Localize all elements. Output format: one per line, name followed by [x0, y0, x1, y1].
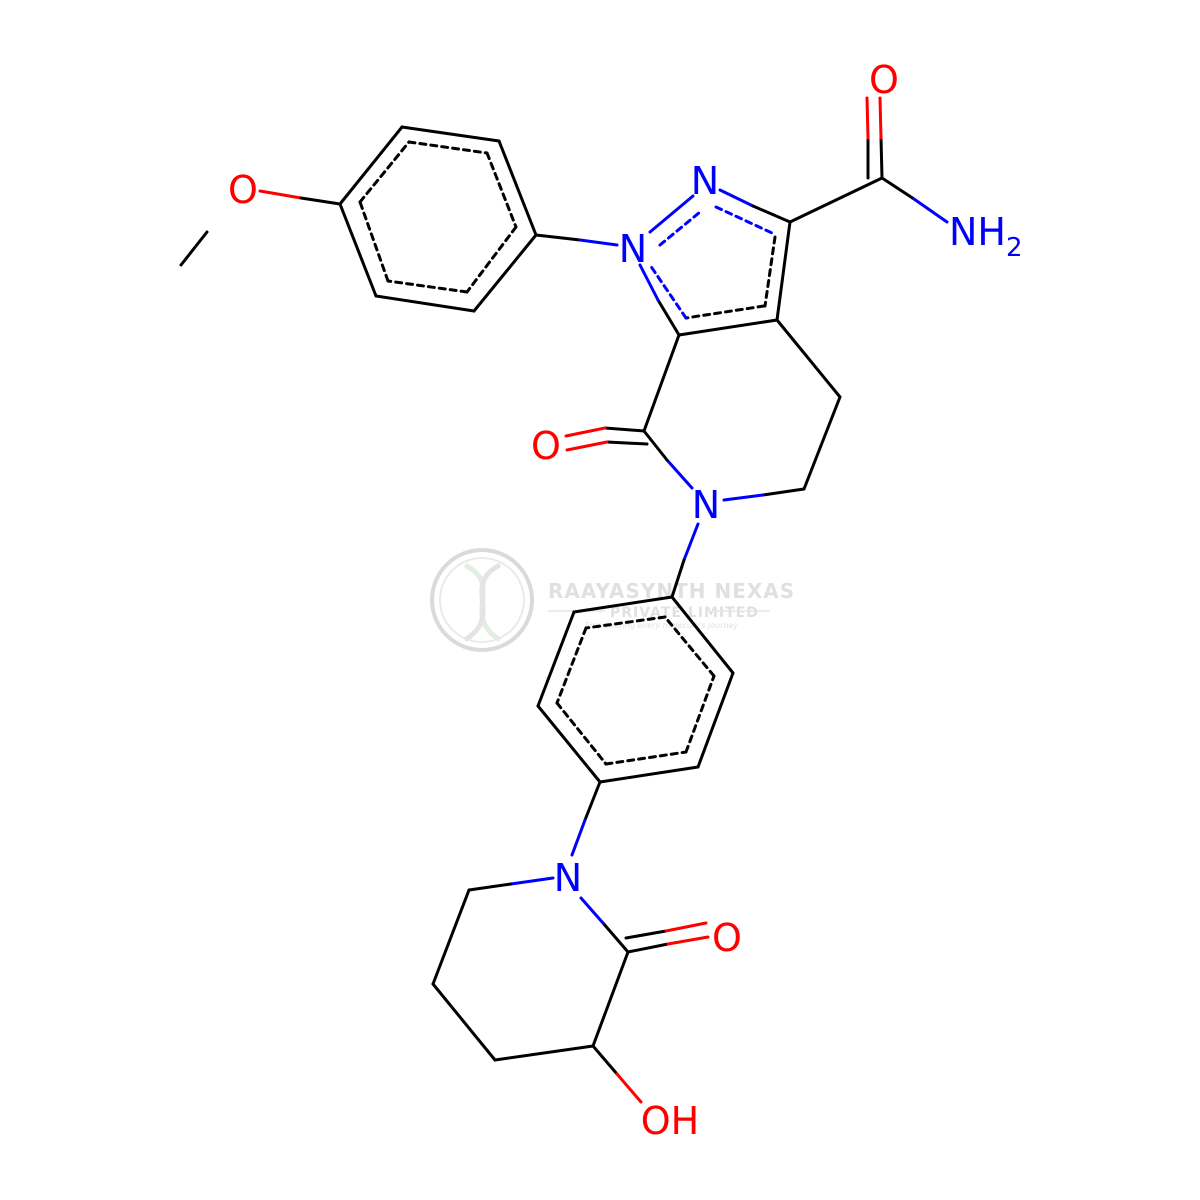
atom-n-pyrazole-2: N — [691, 159, 719, 203]
bond-o-aryl — [258, 189, 303, 200]
watermark-tagline: Empowering every molecule's journey — [585, 621, 738, 630]
bond-co-amide — [879, 136, 884, 180]
atom-n-piperidinone: N — [554, 856, 582, 900]
atom-o-piperidinone: O — [712, 916, 742, 960]
bond-phenyl-n2 — [583, 780, 602, 822]
central-phenyl-ring — [536, 595, 735, 784]
piperidinone-ring — [431, 876, 630, 1062]
atom-n-lactam: N — [692, 483, 720, 527]
watermark-logo-icon — [430, 548, 534, 652]
watermark: RAAYASYNTH NEXAS PRIVATE LIMITED Empower… — [430, 548, 795, 652]
bond-lactam-co — [603, 426, 646, 433]
bond-c-oh — [591, 1044, 619, 1076]
bond-n-phenyl — [682, 522, 700, 562]
atom-o-methoxy: O — [228, 168, 258, 212]
bond-piperidinone-co — [626, 942, 670, 954]
atom-o-amide: O — [869, 58, 899, 102]
watermark-title: RAAYASYNTH NEXAS — [548, 579, 795, 603]
atom-nh2: NH2 — [949, 210, 1023, 263]
bond-c3-camide — [788, 176, 884, 224]
atom-n-pyrazole-1: N — [619, 227, 647, 271]
pyrazole-ring — [638, 188, 792, 337]
lactam-ring — [642, 318, 842, 502]
methoxyphenyl-ring — [338, 125, 538, 313]
bonds — [179, 96, 949, 1104]
atom-oh: OH — [641, 1099, 699, 1143]
atom-labels: O N N O NH2 O N N O OH — [228, 58, 1023, 1143]
bond-ch3-o — [179, 230, 209, 267]
bond-aryl-n1 — [534, 233, 582, 242]
atom-o-lactam: O — [531, 424, 561, 468]
bond-c-nh2 — [880, 176, 916, 201]
